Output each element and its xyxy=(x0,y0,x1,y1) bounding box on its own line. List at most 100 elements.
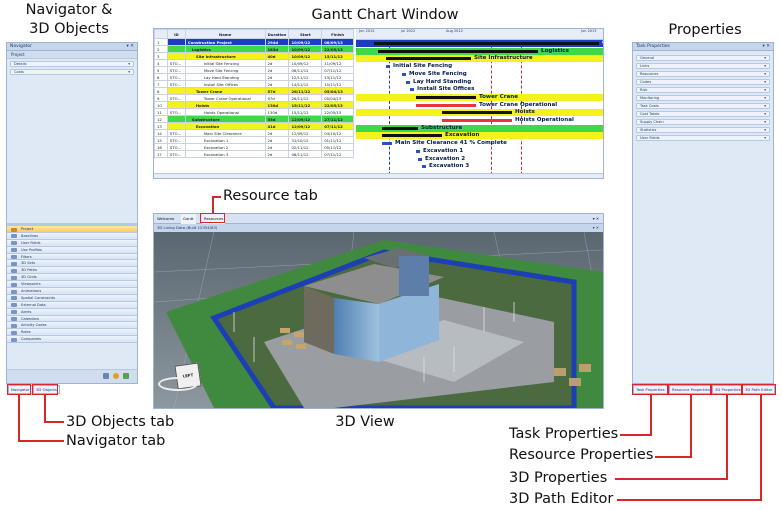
costs-dropdown[interactable]: Costs▾ xyxy=(10,69,134,75)
navigator-item-use-profiles[interactable]: Use Profiles xyxy=(7,246,137,254)
details-dropdown[interactable]: Details▾ xyxy=(10,61,134,67)
gantt-bar[interactable] xyxy=(382,134,442,138)
panel-controls-icon[interactable]: ▾ ✕ xyxy=(126,44,134,49)
view-options-icon[interactable] xyxy=(103,373,109,379)
property-section-monitoring[interactable]: Monitoring▾ xyxy=(636,95,770,101)
property-section-task-costs[interactable]: Task Costs▾ xyxy=(636,103,770,109)
column-header-id[interactable]: ID xyxy=(166,29,186,39)
gantt-bar[interactable] xyxy=(386,65,390,69)
callout-3d-path-editor: 3D Path Editor xyxy=(509,491,614,507)
navigator-item-project[interactable]: Project xyxy=(7,226,137,233)
navigator-item-calendars[interactable]: Calendars xyxy=(7,315,137,323)
gantt-bar[interactable] xyxy=(386,57,471,61)
property-section-supply-chain[interactable]: Supply Chain▾ xyxy=(636,119,770,125)
property-section-codes[interactable]: Codes▾ xyxy=(636,79,770,85)
gantt-bar[interactable] xyxy=(382,126,418,130)
3d-scene[interactable] xyxy=(154,232,603,408)
navigator-item-icon xyxy=(11,234,17,239)
navigator-splitter[interactable] xyxy=(7,223,137,226)
gantt-bar[interactable] xyxy=(406,80,410,84)
gantt-bar[interactable] xyxy=(442,119,512,122)
navigator-panel: Navigator▾ ✕ Project Details▾ Costs▾ Pro… xyxy=(6,42,138,384)
navigator-item-3d-grids[interactable]: 3D Grids xyxy=(7,274,137,282)
gantt-bar[interactable] xyxy=(382,142,392,146)
gantt-bar[interactable] xyxy=(416,149,420,153)
3d-view-controls-icon[interactable]: ▾ ✕ xyxy=(592,225,599,230)
navigator-item-activity-codes[interactable]: Activity Codes xyxy=(7,322,137,330)
gantt-tab[interactable]: Gantt xyxy=(181,214,196,224)
3d-objects-tab[interactable]: 3D Objects xyxy=(33,385,60,394)
navigator-item-label: 3D Paths xyxy=(21,268,37,273)
property-section-label: Statistics xyxy=(640,128,657,132)
filter-icon[interactable] xyxy=(123,373,129,379)
gantt-bar-label: Hoists Operational xyxy=(515,117,574,123)
welcome-tab[interactable]: Welcome xyxy=(157,216,175,221)
navigator-item-companies[interactable]: Companies xyxy=(7,336,137,344)
navigator-item-label: Roles xyxy=(21,330,31,335)
gantt-bar[interactable] xyxy=(416,95,476,99)
navigator-item-3d-paths[interactable]: 3D Paths xyxy=(7,267,137,275)
property-section-statistics[interactable]: Statistics▾ xyxy=(636,127,770,133)
gantt-bar[interactable] xyxy=(418,157,422,161)
navigator-item-user-fields[interactable]: User Fields xyxy=(7,239,137,247)
column-header-start[interactable]: Start xyxy=(288,29,323,39)
navigator-item-animations[interactable]: Animations xyxy=(7,288,137,295)
property-section-user-fields[interactable]: User Fields▾ xyxy=(636,135,770,141)
settings-icon[interactable] xyxy=(113,373,119,379)
navigator-item-spatial-constraints[interactable]: Spatial Constraints xyxy=(7,294,137,302)
gantt-bar[interactable] xyxy=(402,72,406,76)
property-section-risk[interactable]: Risk▾ xyxy=(636,87,770,93)
gantt-bar[interactable] xyxy=(410,88,414,92)
table-cell-dur: 57d xyxy=(264,87,290,95)
gantt-bar[interactable] xyxy=(442,111,512,115)
navigator-item-roles[interactable]: Roles xyxy=(7,329,137,337)
navigator-item-baselines[interactable]: Baselines xyxy=(7,232,137,240)
column-header-duration[interactable]: Duration xyxy=(264,29,290,39)
table-cell-dur: 97d xyxy=(264,94,290,102)
property-section-cost-totals[interactable]: Cost Totals▾ xyxy=(636,111,770,117)
orbit-ring[interactable] xyxy=(158,377,198,391)
gantt-scrollbar[interactable] xyxy=(154,173,603,178)
gantt-bar[interactable] xyxy=(374,42,599,45)
navigator-item-label: 3D Grids xyxy=(21,275,37,280)
gantt-bar[interactable] xyxy=(378,49,538,53)
resources-tab[interactable]: Resources xyxy=(202,214,226,224)
gantt-bar[interactable] xyxy=(422,165,426,169)
tower-block xyxy=(364,248,429,268)
gantt-bar[interactable] xyxy=(416,103,476,107)
panel-controls-icon[interactable]: ▾ ✕ xyxy=(762,44,770,49)
table-cell-name: Excavation 3 xyxy=(184,150,266,158)
column-header-finish[interactable]: Finish xyxy=(321,29,354,39)
property-section-general[interactable]: General▾ xyxy=(636,55,770,61)
property-section-links[interactable]: Links▾ xyxy=(636,63,770,69)
navigator-item-filters[interactable]: Filters xyxy=(7,253,137,261)
column-header-name[interactable]: Name xyxy=(184,29,266,39)
navigator-item-alerts[interactable]: Alerts xyxy=(7,308,137,316)
navigator-item-viewpoints[interactable]: Viewpoints xyxy=(7,281,137,289)
window-controls-icon[interactable]: ▾ ✕ xyxy=(592,216,599,221)
table-cell-finish: 07/11/12 xyxy=(321,66,354,74)
navigator-item-external-data[interactable]: External Data xyxy=(7,301,137,309)
navigator-item-3d-sets[interactable]: 3D Sets xyxy=(7,260,137,268)
table-cell-dur: 130d xyxy=(264,101,290,109)
gantt-bar-label: Main Site Clearance 41 % Complete xyxy=(395,140,507,147)
property-section-resources[interactable]: Resources▾ xyxy=(636,71,770,77)
